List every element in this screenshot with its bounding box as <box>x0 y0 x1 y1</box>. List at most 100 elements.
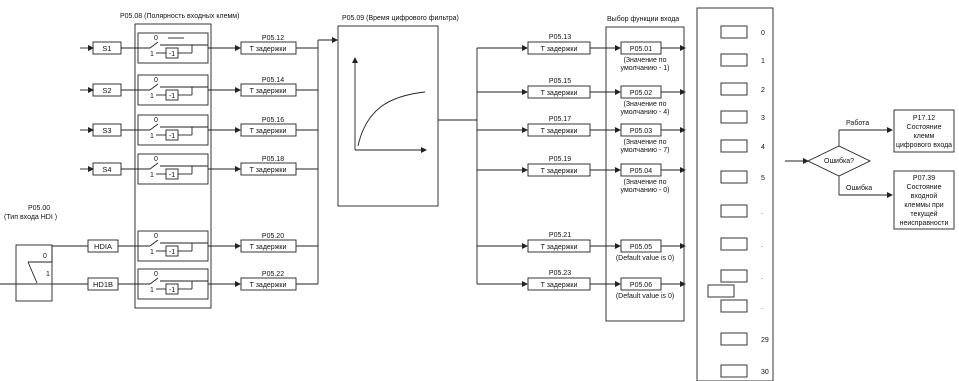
delay-bus <box>317 37 338 284</box>
delay2-param: P05.19 <box>549 156 571 163</box>
function-slot <box>720 364 748 378</box>
function-number: 30 <box>761 369 769 376</box>
fault-box-line: неисправности <box>900 220 949 227</box>
function-list-item: 5 <box>720 170 765 184</box>
delay-param: P05.12 <box>262 35 284 42</box>
invert-label: -1 <box>169 51 175 58</box>
invert-label: -1 <box>169 93 175 100</box>
function-list-item: 0 <box>720 25 765 39</box>
switch-zero-label: 0 <box>154 35 158 42</box>
switch-zero-label: 0 <box>154 156 158 163</box>
invert-label: -1 <box>169 249 175 256</box>
switch-blade <box>149 239 159 247</box>
fault-status-box <box>893 170 955 230</box>
function-slot <box>720 237 748 251</box>
func-param: P05.06 <box>630 282 652 289</box>
func-param: P05.03 <box>630 128 652 135</box>
fault-box-line: клеммы при <box>904 202 943 209</box>
fault-box-line: P07.39 <box>913 175 935 182</box>
decision-question: Ошибка? <box>824 157 854 165</box>
function-slot <box>720 139 748 153</box>
function-list-item: . <box>720 204 763 218</box>
delay-label: T задержки <box>250 244 287 251</box>
function-slot <box>720 332 748 346</box>
function-list-item: . <box>720 269 763 283</box>
hdi-title-line2: (Тип входа HDI ) <box>4 214 57 221</box>
function-slot <box>720 299 748 313</box>
function-slot <box>720 53 748 67</box>
function-number: . <box>761 242 763 249</box>
delay-param: P05.16 <box>262 117 284 124</box>
func-note: умолчанию - 4) <box>621 109 670 116</box>
function-list-item: 2 <box>720 82 765 96</box>
delay-label: T задержки <box>250 88 287 95</box>
function-number: 0 <box>761 30 765 37</box>
switch-one-label: 1 <box>150 133 154 140</box>
switch-zero-label: 0 <box>154 271 158 278</box>
hdi-label-1: 1 <box>46 271 50 278</box>
func-note: (Default value is 0) <box>616 255 674 262</box>
status-box-line: клемм <box>914 133 935 140</box>
switch-zero-label: 0 <box>154 117 158 124</box>
func-note: (Значение по <box>623 101 666 108</box>
decision-ok-label: Работа <box>846 119 869 127</box>
delay2-param: P05.15 <box>549 78 571 85</box>
invert-label: -1 <box>169 133 175 140</box>
func-note: умолчанию - 1) <box>621 65 670 72</box>
func-param: P05.02 <box>630 90 652 97</box>
status-box-line: цифрового входа <box>896 142 952 149</box>
func-param: P05.05 <box>630 244 652 251</box>
delay-label: T задержки <box>250 167 287 174</box>
function-number: 3 <box>761 115 765 122</box>
delay2-label: T задержки <box>541 282 578 289</box>
function-list-frame <box>696 7 774 381</box>
polarity-title: P05.08 (Полярность входных клемм) <box>120 13 239 20</box>
function-list-item: 29 <box>720 332 769 346</box>
input-name: S2 <box>102 86 111 95</box>
input-name: HDIA <box>94 242 112 251</box>
function-number: . <box>761 274 763 281</box>
function-list: 0 1 2 3 4 5.... 29 30 <box>707 25 769 378</box>
status-box-line: P17.12 <box>913 115 935 122</box>
hdi-title-line1: P05.00 <box>28 205 50 212</box>
delay2-label: T задержки <box>541 168 578 175</box>
func-note: (Значение по <box>623 179 666 186</box>
function-number: 2 <box>761 87 765 94</box>
func-note: (Значение по <box>623 139 666 146</box>
delay-param: P05.22 <box>262 271 284 278</box>
delay-label: T задержки <box>250 46 287 53</box>
function-number: 1 <box>761 58 765 65</box>
delay-param: P05.14 <box>262 77 284 84</box>
switch-one-label: 1 <box>150 51 154 58</box>
switch-one-label: 1 <box>150 172 154 179</box>
delay-label: T задержки <box>250 282 287 289</box>
func-note: (Default value is 0) <box>616 293 674 300</box>
input-name: S3 <box>102 126 111 135</box>
switch-blade <box>149 123 159 131</box>
switch-one-label: 1 <box>150 287 154 294</box>
delay2-label: T задержки <box>541 46 578 53</box>
status-box-line: Состояние <box>907 124 942 131</box>
function-list-item: . <box>720 237 763 251</box>
hdi-selector: P05.00 (Тип входа HDI ) 0 1 <box>0 205 88 302</box>
function-slot <box>720 82 748 96</box>
delay-label: T задержки <box>250 128 287 135</box>
delay2-label: T задержки <box>541 244 578 251</box>
switch-blade <box>149 83 159 91</box>
switch-one-label: 1 <box>150 93 154 100</box>
func-note: умолчанию - 0) <box>621 187 670 194</box>
func-note: умолчанию - 7) <box>621 147 670 154</box>
function-slot <box>720 110 748 124</box>
delay-param: P05.20 <box>262 233 284 240</box>
filter-title: P05.09 (Время цифрового фильтра) <box>342 15 459 22</box>
status-box <box>893 109 955 153</box>
function-list-item: 4 <box>720 139 765 153</box>
function-slot <box>720 269 748 283</box>
switch-one-label: 1 <box>150 249 154 256</box>
function-list-item: . <box>720 299 763 313</box>
